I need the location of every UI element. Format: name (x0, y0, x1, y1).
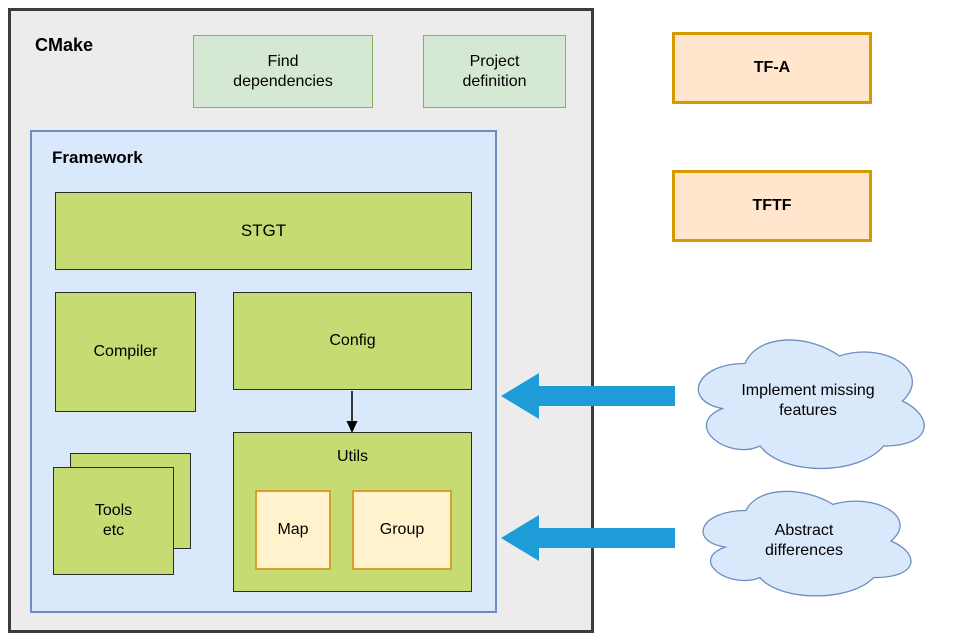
left-arrow-implement-icon (501, 373, 675, 419)
node-compiler: Compiler (55, 292, 196, 412)
implement-missing-features-label: Implement missing features (741, 382, 875, 419)
cmake-label: CMake (35, 35, 94, 55)
tftf-label: TFTF (752, 197, 792, 214)
compiler-label: Compiler (93, 343, 158, 360)
node-map: Map (255, 490, 331, 570)
tools-label: Tools etc (94, 502, 133, 539)
node-tools: Tools etc (53, 467, 174, 575)
cloud-implement-missing-features: Implement missing features (682, 326, 934, 476)
node-config: Config (233, 292, 472, 390)
map-label: Map (277, 521, 309, 538)
node-project-definition: Project definition (423, 35, 566, 108)
node-group: Group (352, 490, 452, 570)
group-label: Group (379, 521, 425, 538)
abstract-differences-label: Abstract differences (765, 522, 843, 559)
config-label: Config (329, 332, 376, 349)
node-tf-a: TF-A (672, 32, 872, 104)
node-stgt: STGT (55, 192, 472, 270)
cloud-text: Implement missing features (682, 326, 934, 476)
cmake-container: CMake Find dependencies Project definiti… (8, 8, 594, 633)
node-utils: Utils Map Group (233, 432, 472, 592)
project-definition-label: Project definition (462, 52, 527, 90)
node-tftf: TFTF (672, 170, 872, 242)
stgt-label: STGT (240, 221, 287, 241)
cloud-text: Abstract differences (688, 480, 920, 602)
cloud-shape-icon (688, 480, 920, 602)
cloud-shape-icon (682, 326, 934, 476)
find-dependencies-label: Find dependencies (233, 52, 333, 90)
utils-label: Utils (336, 448, 369, 465)
tf-a-label: TF-A (753, 59, 791, 76)
cloud-abstract-differences: Abstract differences (688, 480, 920, 602)
config-to-utils-arrow-icon (346, 391, 358, 433)
node-find-dependencies: Find dependencies (193, 35, 373, 108)
left-arrow-abstract-icon (501, 515, 675, 561)
framework-label: Framework (52, 148, 143, 167)
framework-container: Framework STGT Compiler Config Utils Map (30, 130, 497, 613)
